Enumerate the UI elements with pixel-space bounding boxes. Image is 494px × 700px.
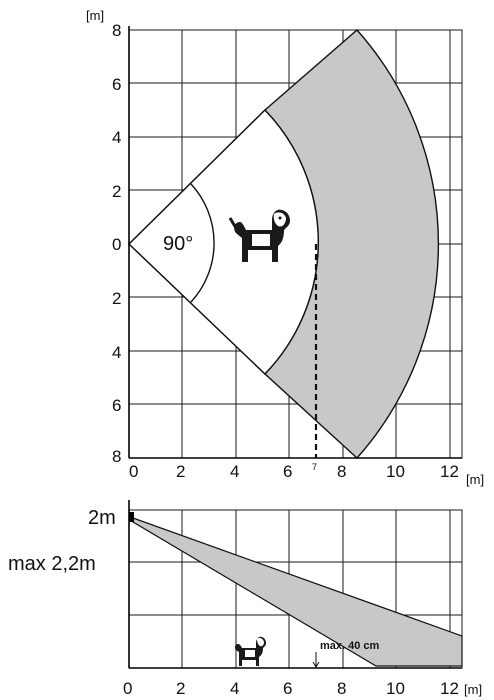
top-x-tick: 0 <box>129 462 138 481</box>
zone-far <box>263 29 440 459</box>
mount-height-label: 2m <box>88 507 116 529</box>
bottom-x-tick: 6 <box>283 679 292 698</box>
top-y-tick: 8 <box>112 21 121 40</box>
dog-icon-small <box>234 636 266 666</box>
top-y-tick: 6 <box>112 396 121 415</box>
bottom-x-tick: 12 <box>440 679 459 698</box>
top-x-tick: 2 <box>176 462 185 481</box>
top-x-unit: [m] <box>466 472 484 487</box>
bottom-x-tick: 2 <box>176 679 185 698</box>
top-x-tick: 10 <box>386 462 405 481</box>
bottom-x-unit: [m] <box>464 682 482 697</box>
top-x-tick: 4 <box>230 462 239 481</box>
top-x-tick: 8 <box>337 462 346 481</box>
max-40cm-label: max. 40 cm <box>320 640 380 652</box>
dog-icon <box>228 209 290 262</box>
top-x-tick-7: 7 <box>312 462 317 472</box>
top-y-tick: 8 <box>112 447 121 466</box>
angle-label: 90° <box>163 233 193 255</box>
side-view-diagram: max. 40 cm max 2,2m 2m 0 2 4 6 8 10 12 [… <box>8 500 482 698</box>
top-y-tick: 2 <box>112 289 121 308</box>
top-x-tick: 12 <box>440 462 459 481</box>
bottom-x-tick: 10 <box>386 679 405 698</box>
top-y-tick: 2 <box>112 182 121 201</box>
top-x-tick: 6 <box>283 462 292 481</box>
top-y-tick: 6 <box>112 75 121 94</box>
top-y-tick: 4 <box>112 343 121 362</box>
top-y-unit: [m] <box>86 8 104 23</box>
bottom-x-tick: 8 <box>337 679 346 698</box>
angle-arc <box>190 183 215 303</box>
bottom-x-tick: 0 <box>123 679 132 698</box>
top-y-tick: 0 <box>112 235 121 254</box>
max-height-label: max 2,2m <box>8 553 96 575</box>
top-y-tick: 4 <box>112 128 121 147</box>
top-view-diagram: 90° [m] 8 6 4 2 0 2 4 6 8 0 2 4 6 7 8 10 <box>86 8 484 487</box>
bottom-x-tick: 4 <box>230 679 239 698</box>
sensor-marker <box>129 512 134 522</box>
